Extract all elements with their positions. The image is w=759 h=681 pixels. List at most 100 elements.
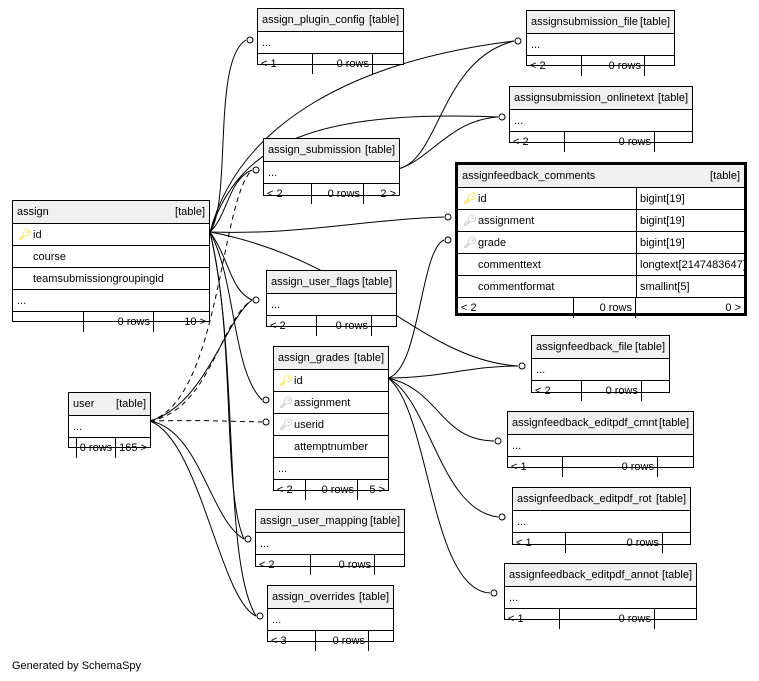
- parents-count: < 1: [258, 54, 313, 74]
- table-name[interactable]: assign_user_mapping: [260, 515, 368, 527]
- table-name[interactable]: assign: [17, 206, 49, 218]
- row-count: 0 rows: [306, 480, 358, 500]
- table-header: user [table]: [69, 393, 150, 416]
- edge-user-overrides: [149, 420, 257, 617]
- table-assign-user-flags[interactable]: assign_user_flags [table] ... < 2 0 rows: [266, 270, 397, 336]
- table-header: assignfeedback_editpdf_rot [table]: [513, 488, 690, 511]
- table-assignfeedback-file[interactable]: assignfeedback_file [table] ... < 2 0 ro…: [531, 335, 670, 401]
- column-row[interactable]: commenttext longtext[2147483647]: [458, 254, 746, 276]
- table-type: [table]: [370, 515, 400, 527]
- table-assign[interactable]: assign [table] 🔑︎id course teamsubmissio…: [12, 200, 210, 332]
- edge-assign-fbcomments: [209, 216, 445, 233]
- column-row: ...: [13, 290, 209, 312]
- table-name[interactable]: assign_user_flags: [271, 276, 360, 288]
- table-name[interactable]: assignfeedback_file: [536, 341, 633, 353]
- column-name: id: [294, 374, 303, 387]
- parents-count: < 2: [264, 184, 312, 204]
- table-footer: 0 rows 10 >: [13, 312, 209, 332]
- table-assignsubmission-onlinetext[interactable]: assignsubmission_onlinetext [table] ... …: [509, 86, 693, 152]
- column-name: id: [33, 228, 42, 241]
- edge-assign-user-mapping: [209, 231, 245, 540]
- table-name[interactable]: assignfeedback_comments: [462, 170, 596, 182]
- edge-user-submission: [149, 169, 253, 422]
- ellipsis: ...: [271, 298, 281, 311]
- row-count: 0 rows: [582, 56, 645, 76]
- table-name[interactable]: assignfeedback_editpdf_rot: [517, 493, 652, 505]
- column-row[interactable]: course: [13, 246, 209, 268]
- table-assignsubmission-file[interactable]: assignsubmission_file [table] ... < 2 0 …: [526, 10, 675, 76]
- table-assignfeedback-editpdf-annot[interactable]: assignfeedback_editpdf_annot [table] ...…: [504, 563, 697, 629]
- table-assignfeedback-editpdf-rot[interactable]: assignfeedback_editpdf_rot [table] ... <…: [512, 487, 691, 553]
- edge-user-user-flags: [149, 299, 253, 422]
- column-row: ...: [532, 359, 669, 381]
- edge-assign-onlinetext: [209, 115, 499, 233]
- column-row[interactable]: teamsubmissiongroupingid: [13, 268, 209, 290]
- column-type: smallint[5]: [636, 276, 744, 297]
- parents-count: < 2: [256, 555, 311, 575]
- edge-grades-editpdf-cmnt: [387, 377, 495, 442]
- children-count: 2 >: [380, 188, 396, 200]
- parents-count: [13, 312, 84, 332]
- table-header: assignsubmission_file [table]: [527, 11, 674, 34]
- parents-count: < 2: [274, 480, 306, 500]
- children-count: 10 >: [184, 316, 206, 328]
- table-name[interactable]: assign_grades: [278, 352, 350, 364]
- column-row[interactable]: 🔑︎id: [13, 224, 209, 246]
- ellipsis: ...: [268, 166, 278, 179]
- table-type: [table]: [658, 92, 688, 104]
- table-header: assignfeedback_comments [table]: [458, 165, 744, 188]
- table-name[interactable]: assignsubmission_file: [531, 16, 638, 28]
- column-name: assignment: [478, 214, 535, 227]
- primary-key-icon: 🔑︎: [279, 375, 293, 387]
- column-row[interactable]: 🔑︎grade bigint[19]: [458, 232, 744, 254]
- table-footer: < 2 0 rows 2 >: [264, 184, 399, 204]
- column-row[interactable]: 🔑︎assignment bigint[19]: [458, 210, 744, 232]
- ellipsis: ...: [517, 515, 527, 528]
- column-row[interactable]: 🔑︎userid: [274, 414, 388, 436]
- table-type: [table]: [640, 16, 670, 28]
- row-count: 0 rows: [582, 381, 642, 401]
- ellipsis: ...: [509, 591, 519, 604]
- edge-grades-fbcomments: [387, 239, 445, 379]
- table-footer: < 3 0 rows: [268, 631, 393, 651]
- table-assign-overrides[interactable]: assign_overrides [table] ... < 3 0 rows: [267, 585, 394, 651]
- table-assignfeedback-editpdf-cmnt[interactable]: assignfeedback_editpdf_cmnt [table] ... …: [507, 411, 694, 477]
- table-assign-user-mapping[interactable]: assign_user_mapping [table] ... < 2 0 ro…: [255, 509, 405, 575]
- row-count: 0 rows: [311, 555, 375, 575]
- table-name[interactable]: user: [73, 398, 95, 410]
- table-footer: < 2 0 rows: [527, 56, 674, 76]
- edge-user-user-mapping: [149, 420, 245, 540]
- table-name[interactable]: assignfeedback_editpdf_annot: [509, 569, 659, 581]
- row-count: 0 rows: [574, 298, 636, 318]
- edge-assign-user-flags: [209, 231, 253, 301]
- table-footer: < 1 0 rows: [258, 54, 403, 74]
- table-assign-plugin-config[interactable]: assign_plugin_config [table] ... < 1 0 r…: [257, 8, 404, 74]
- edge-grades-fbfile: [387, 365, 519, 379]
- foreign-key-icon: 🔑︎: [463, 215, 477, 227]
- table-name[interactable]: assignsubmission_onlinetext: [514, 92, 655, 104]
- table-name[interactable]: assign_overrides: [272, 591, 356, 603]
- column-row[interactable]: 🔑︎assignment: [274, 392, 388, 414]
- column-row[interactable]: 🔑︎id: [274, 370, 388, 392]
- row-count: 0 rows: [312, 184, 364, 204]
- table-assignfeedback-comments[interactable]: assignfeedback_comments [table] 🔑︎id big…: [455, 162, 747, 318]
- table-name[interactable]: assignfeedback_editpdf_cmnt: [512, 417, 658, 429]
- table-name[interactable]: assign_plugin_config: [262, 14, 365, 26]
- generated-by-label: Generated by SchemaSpy: [12, 660, 142, 672]
- children-count: [369, 631, 393, 651]
- table-type: [table]: [354, 352, 384, 364]
- column-name: id: [478, 192, 487, 205]
- column-row[interactable]: attemptnumber: [274, 436, 388, 458]
- column-row[interactable]: commentformat smallint[5]: [458, 276, 744, 298]
- table-assign-submission[interactable]: assign_submission [table] ... < 2 0 rows…: [263, 138, 400, 204]
- table-assign-grades[interactable]: assign_grades [table] 🔑︎id 🔑︎assignment …: [273, 346, 389, 500]
- table-header: assignsubmission_onlinetext [table]: [510, 87, 692, 110]
- column-row: ...: [510, 110, 692, 132]
- table-user[interactable]: user [table] ... 0 rows 165 >: [68, 392, 151, 458]
- column-row[interactable]: 🔑︎id bigint[19]: [458, 188, 744, 210]
- column-type: longtext[2147483647]: [636, 254, 746, 275]
- row-count: 0 rows: [566, 533, 663, 553]
- column-row: ...: [274, 458, 388, 480]
- table-name[interactable]: assign_submission: [268, 144, 361, 156]
- edge-assign-overrides: [209, 231, 257, 617]
